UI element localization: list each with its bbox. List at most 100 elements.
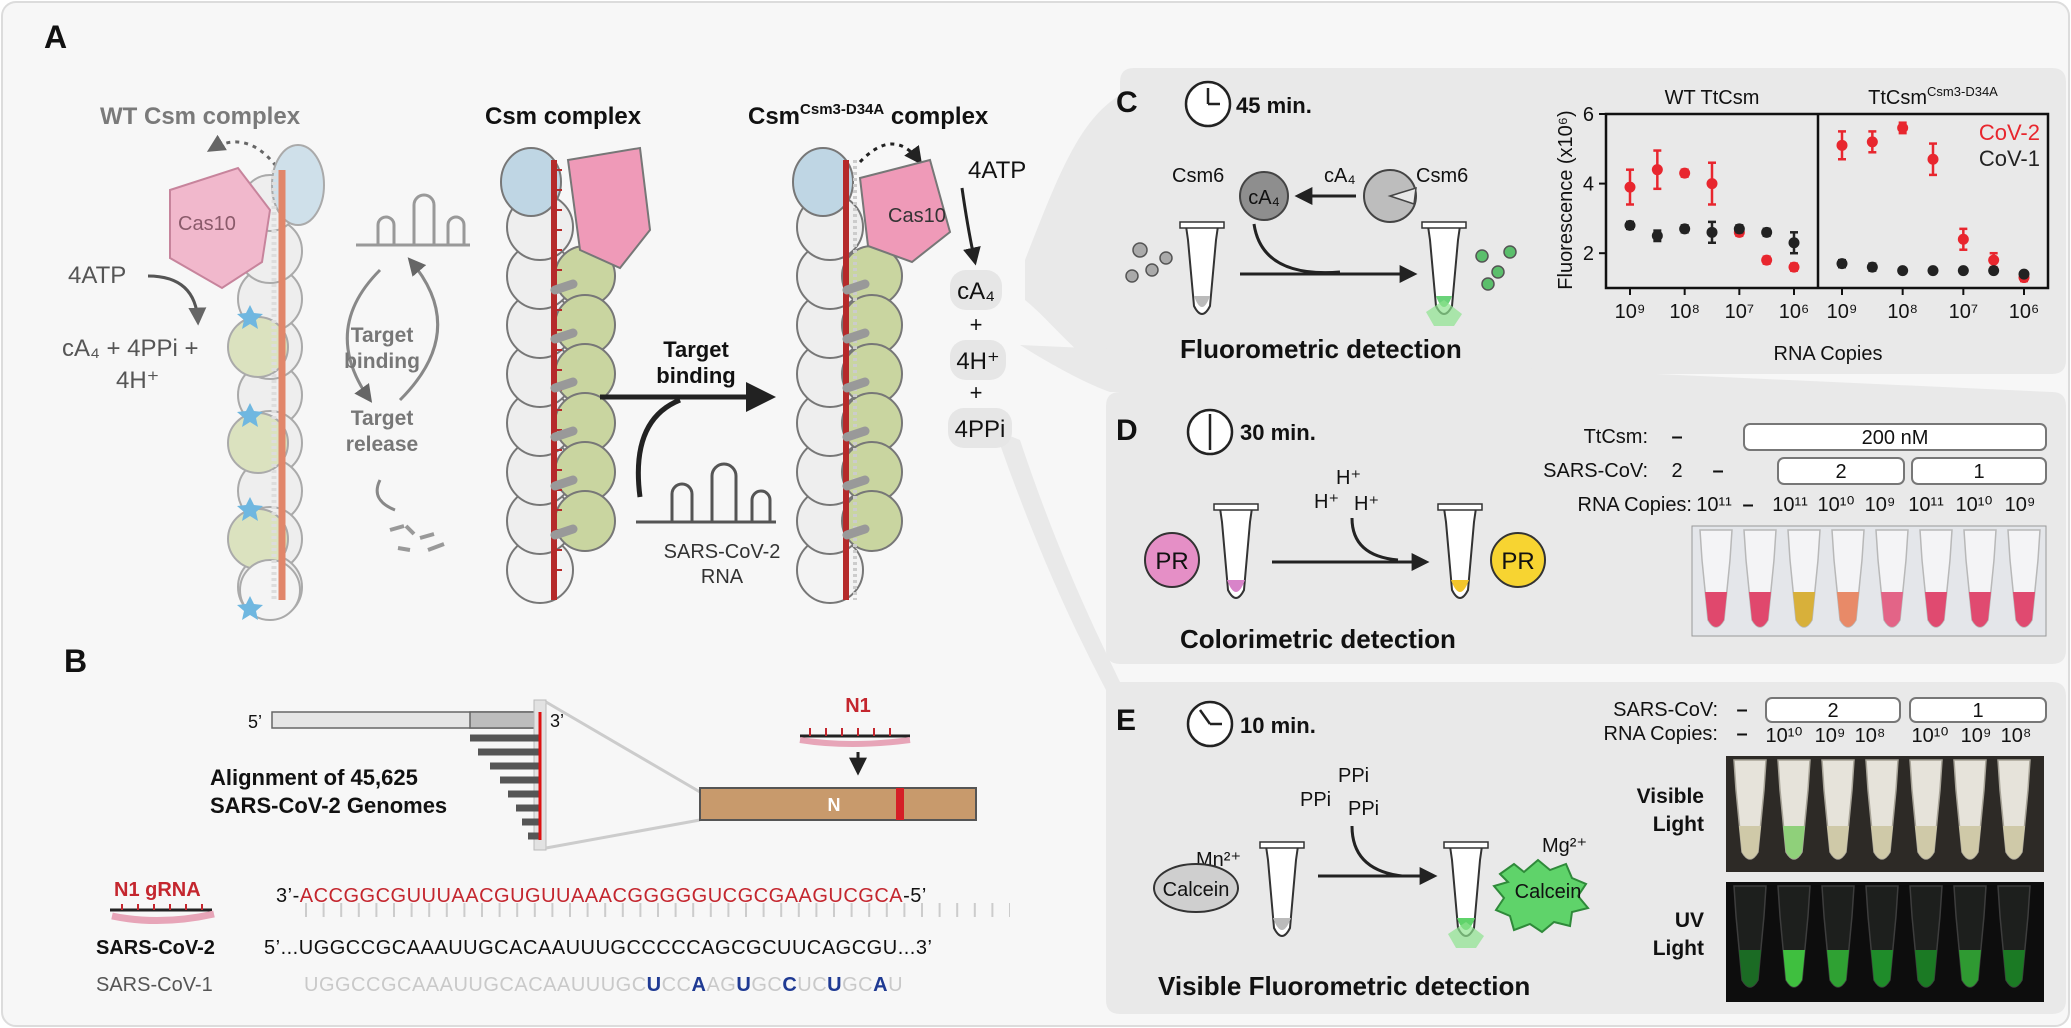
e-row-label-copies: RNA Copies: bbox=[1604, 723, 1719, 745]
x-tick-label: 10⁹ bbox=[1615, 301, 1646, 323]
cov1-point bbox=[1957, 265, 1969, 277]
cov2-point bbox=[1624, 181, 1636, 193]
csm-d34a-complex: CsmCsm3-D34A complex Cas10 bbox=[748, 101, 989, 604]
d-ttcsm-conc: 200 nM bbox=[1862, 427, 1929, 449]
cov1-point bbox=[1679, 223, 1691, 235]
d-copies-value: 10¹¹ bbox=[1908, 494, 1944, 516]
panel-d-letter: D bbox=[1116, 414, 1138, 447]
n-gene-label: N bbox=[828, 795, 841, 815]
d-sarscov-first: 2 bbox=[1671, 460, 1682, 482]
ppi-3: PPi bbox=[1348, 798, 1379, 820]
chart-panel-title: WT TtCsm bbox=[1665, 87, 1760, 109]
ca4-arrow-label: cA₄ bbox=[1324, 165, 1356, 187]
pr-pink-icon: PR bbox=[1144, 532, 1200, 588]
c-time: 45 min. bbox=[1236, 93, 1312, 118]
cov2-point bbox=[1651, 164, 1663, 176]
cov2-point bbox=[1897, 122, 1909, 134]
e-visible-tube-liquid bbox=[1739, 826, 1761, 859]
cov1-seq-label: SARS-CoV-1 bbox=[96, 974, 213, 996]
e-uv-tube-liquid bbox=[2003, 950, 2025, 987]
d-copies-value: 10¹⁰ bbox=[1956, 494, 1993, 516]
y-tick-label: 2 bbox=[1583, 243, 1594, 265]
e-time: 10 min. bbox=[1240, 713, 1316, 738]
cov1-point bbox=[1988, 265, 2000, 277]
wt-products-line2: 4H⁺ bbox=[116, 367, 159, 394]
cov1-mismatch-base: C bbox=[782, 974, 797, 996]
cov2-point bbox=[1761, 254, 1773, 266]
clock-30-icon bbox=[1186, 408, 1234, 456]
pr-right-label: PR bbox=[1501, 548, 1534, 575]
cov1-mismatch-base: U bbox=[647, 974, 662, 996]
e-curve-arrow bbox=[1350, 825, 1403, 878]
csm6-free-icon bbox=[1363, 169, 1417, 223]
e-uv-tube-liquid bbox=[1871, 950, 1893, 987]
d-row-label-copies: RNA Copies: bbox=[1578, 494, 1693, 516]
e-copies-value: 10⁹ bbox=[1961, 725, 1992, 747]
proton-1: H⁺ bbox=[1336, 467, 1361, 489]
proton-2: H⁺ bbox=[1314, 491, 1339, 513]
cov1-sequence-segment: GC bbox=[751, 974, 782, 996]
y-tick-label: 6 bbox=[1583, 104, 1594, 126]
ppi-2: PPi bbox=[1300, 789, 1331, 811]
target-binding-line1: Target bbox=[663, 337, 729, 362]
csm-cas10 bbox=[566, 146, 652, 270]
product-4ppi: 4PPi bbox=[955, 416, 1006, 443]
cov1-point bbox=[1927, 265, 1939, 277]
cov1-sequence-segment: AG bbox=[706, 974, 736, 996]
cov1-mismatch-base: A bbox=[873, 974, 888, 996]
csm-crrna-teeth bbox=[554, 169, 562, 571]
panel-e-letter: E bbox=[1116, 704, 1136, 737]
legend-cov2: CoV-2 bbox=[1979, 120, 2040, 145]
alignment-line1: Alignment of 45,625 bbox=[210, 765, 418, 790]
product-plus-1: + bbox=[970, 312, 983, 337]
d-photo-tube-liquid bbox=[1793, 592, 1815, 627]
chart-panel-title-main: TtCsm bbox=[1868, 87, 1927, 109]
cov2-point bbox=[1866, 136, 1878, 148]
d-ttcsm-box bbox=[1743, 423, 2047, 451]
e-uv-tube-liquid bbox=[1959, 950, 1981, 987]
e-copies-dash: – bbox=[1736, 723, 1747, 745]
product-4h: 4H⁺ bbox=[956, 348, 999, 375]
x-tick-label: 10⁹ bbox=[1827, 301, 1858, 323]
d34a-atp-arrow bbox=[960, 187, 981, 266]
cov2-point bbox=[1957, 233, 1969, 245]
rna-label-1: SARS-CoV-2 bbox=[664, 541, 781, 563]
calcein-left-label: Calcein bbox=[1163, 879, 1230, 901]
pr-yellow-icon: PR bbox=[1490, 532, 1546, 588]
d-sarscov-dash: – bbox=[1712, 460, 1723, 482]
x-tick-label: 10⁶ bbox=[1779, 301, 1809, 323]
cov1-point bbox=[1866, 261, 1878, 273]
cycle-arc-bottom bbox=[375, 479, 396, 512]
chart-frame bbox=[1604, 112, 2050, 290]
target-cycle: Target binding Target release bbox=[344, 193, 470, 552]
cov1-mismatch-base: A bbox=[692, 974, 707, 996]
cov1-sequence-line: UGGCCGCAAAUUGCACAAUUUGCUCCAAGUGCCUCUGCAU bbox=[304, 974, 903, 996]
e-sarscov-box-1 bbox=[1909, 697, 2047, 723]
e-copies-value: 10¹⁰ bbox=[1766, 725, 1803, 747]
cycle-arc-left bbox=[345, 268, 382, 403]
d-ttcsm-dash: – bbox=[1671, 426, 1682, 448]
panel-a-letter: A bbox=[44, 19, 67, 55]
y-tick-label: 4 bbox=[1583, 174, 1594, 196]
target-binding-line2: binding bbox=[656, 363, 735, 388]
d-time: 30 min. bbox=[1240, 420, 1316, 445]
cov2-seq-label: SARS-CoV-2 bbox=[96, 937, 215, 959]
n1-label: N1 bbox=[845, 695, 871, 717]
products-stack: cA₄ + 4H⁺ + 4PPi bbox=[948, 270, 1012, 448]
wt-products-line1: cA₄ + 4PPi + bbox=[62, 335, 199, 362]
cov2-point bbox=[1927, 153, 1939, 165]
wt-atp-arrow bbox=[147, 274, 207, 326]
cov1-point bbox=[1897, 265, 1909, 277]
x-tick-label: 10⁷ bbox=[1725, 301, 1754, 323]
x-tick-label: 10⁸ bbox=[1669, 301, 1700, 323]
e-row-label-sarscov: SARS-CoV: bbox=[1613, 699, 1718, 721]
e-visible-tube-liquid bbox=[1915, 826, 1937, 859]
calcein-quenched-icon: Calcein bbox=[1153, 863, 1239, 913]
d34a-4atp: 4ATP bbox=[968, 157, 1026, 184]
wt-4atp: 4ATP bbox=[68, 262, 126, 289]
cycle-target-binding-2: binding bbox=[344, 350, 420, 373]
cov1-sequence-segment: U bbox=[888, 974, 903, 996]
x-tick-label: 10⁶ bbox=[2009, 301, 2039, 323]
mg-label: Mg²⁺ bbox=[1542, 835, 1587, 857]
